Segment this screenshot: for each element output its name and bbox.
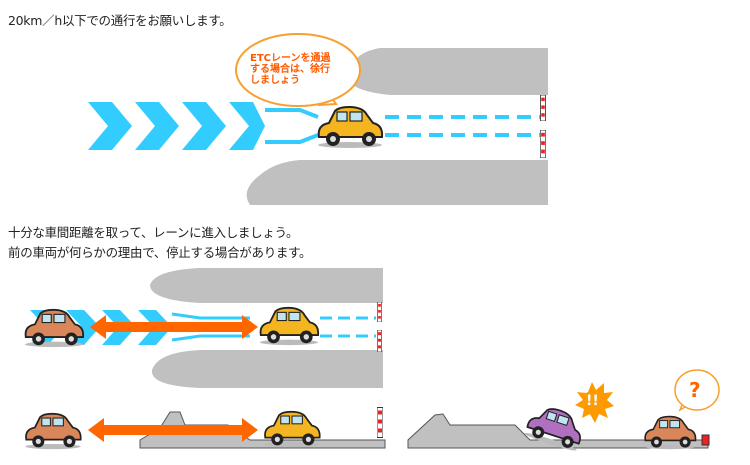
barrier-icon [377,406,383,439]
exclaim-text: !! [586,393,599,409]
yellow-car-icon [258,306,320,346]
barrier-icon [540,130,546,158]
bubble-line: ETCレーンを通過 [250,53,331,64]
brown-car-icon [24,412,82,450]
barrier-icon [377,302,382,322]
yellow-car-icon [317,106,384,149]
distance-arrow-icon [90,315,258,339]
bottom-left-scene [24,406,386,450]
top-scene [88,33,548,205]
exclaim-burst-icon [575,382,614,423]
chevrons [88,102,319,150]
question-mark-text: ? [689,378,701,402]
upper-island [348,48,548,95]
distance-notice-line2: 前の車両が何らかの理由で、停止する場合があります。 [8,245,312,260]
bubble-line: する場合は、徐行 [250,64,330,75]
barrier-icon [377,330,382,352]
distance-arrow-icon [88,418,258,442]
speed-notice: 20km／h以下での通行をお願いします。 [8,13,232,28]
middle-scene [23,268,383,388]
bottom-right-scene [407,369,720,454]
distance-notice-line1: 十分な車間距離を取って、レーンに進入しましょう。 [8,225,299,240]
speech-bubble [235,33,361,107]
lower-island [246,160,548,205]
bubble-line: しましょう [250,75,300,86]
etc-bubble-text: ETCレーンを通過する場合は、徐行しましょう [250,53,331,86]
barrier-icon [540,95,546,121]
red-barrier-icon [701,434,710,446]
